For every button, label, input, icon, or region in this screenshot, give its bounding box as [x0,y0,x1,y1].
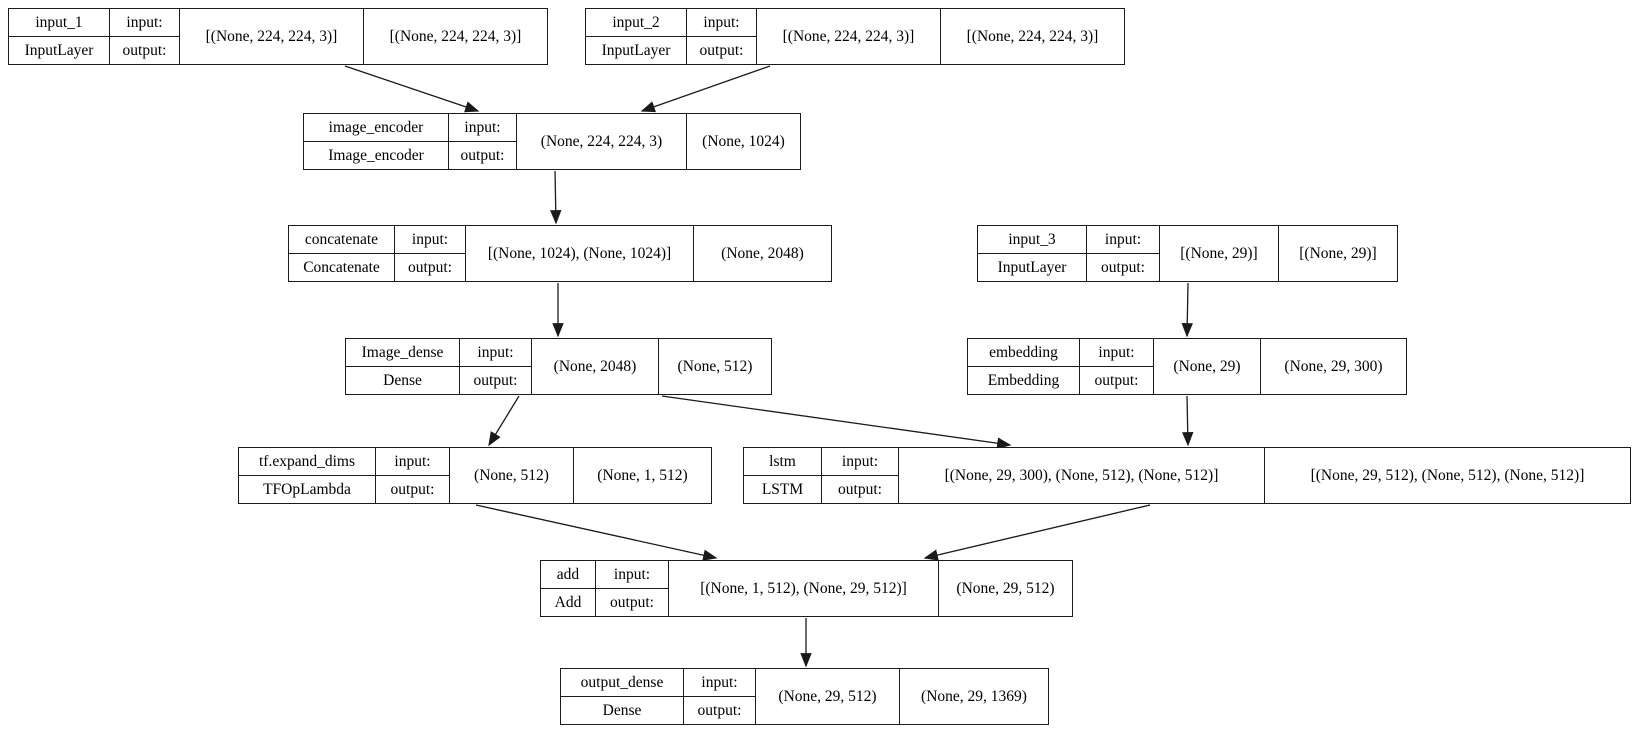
input-label: input: [596,561,668,589]
layer-type: Add [554,593,582,611]
output-label: output: [473,371,518,389]
node-input_3: input_3 InputLayer input: output: [(None… [977,225,1398,282]
input-label: input: [1087,226,1159,254]
output-label: output: [838,480,882,498]
input-label: input: [822,448,898,476]
output-label: output: [460,146,505,164]
output-label: output: [610,593,654,611]
input-label: input: [110,9,179,37]
input-shape: [(None, 29)] [1159,226,1278,281]
input-label: input: [460,339,531,367]
output-shape: (None, 2048) [693,226,831,281]
input-shape: (None, 29, 512) [755,669,899,724]
node-input_1: input_1 InputLayer input: output: [(None… [8,8,548,65]
node-concatenate: concatenate Concatenate input: output: [… [288,225,832,282]
edge-image_encoder-concatenate [550,170,562,225]
edge-input_1-image_encoder [344,65,480,113]
input-label: input: [395,226,465,254]
node-embedding: embedding Embedding input: output: (None… [967,338,1407,395]
node-add: add Add input: output: [(None, 1, 512), … [540,560,1073,617]
layer-type: InputLayer [24,41,94,59]
layer-name: input_3 [978,226,1086,254]
layer-name: input_2 [586,9,686,37]
layer-name: Image_dense [346,339,459,367]
input-label: input: [1080,339,1153,367]
node-input_2: input_2 InputLayer input: output: [(None… [585,8,1125,65]
input-label: input: [684,669,755,697]
output-label: output: [390,480,435,498]
edge-Image_dense-lstm [661,395,1012,449]
input-shape: [(None, 1, 512), (None, 29, 512)] [668,561,938,616]
edge-input_3-embedding [1181,282,1193,338]
edge-input_2-image_encoder [640,65,771,113]
edge-Image_dense-tf.expand_dims [488,395,520,447]
output-shape: [(None, 29)] [1278,226,1397,281]
edge-lstm-add [923,504,1151,561]
input-shape: [(None, 29, 300), (None, 512), (None, 51… [898,448,1264,503]
node-image_encoder: image_encoder Image_encoder input: outpu… [303,113,801,170]
input-shape: [(None, 224, 224, 3)] [179,9,363,64]
layer-name: output_dense [561,669,683,697]
layer-name: lstm [744,448,821,476]
layer-type: Dense [602,701,642,719]
output-label: output: [408,258,452,276]
output-label: output: [122,41,167,59]
input-shape: [(None, 224, 224, 3)] [756,9,940,64]
output-shape: (None, 29, 1369) [899,669,1048,724]
output-shape: (None, 29, 512) [938,561,1072,616]
output-label: output: [699,41,744,59]
input-label: input: [449,114,516,142]
output-shape: [(None, 29, 512), (None, 512), (None, 51… [1264,448,1630,503]
input-shape: (None, 224, 224, 3) [516,114,686,169]
layer-name: image_encoder [304,114,448,142]
node-tf.expand_dims: tf.expand_dims TFOpLambda input: output:… [238,447,712,504]
input-label: input: [687,9,756,37]
edge-tf.expand_dims-add [475,504,718,561]
layer-name: tf.expand_dims [239,448,375,476]
input-label: input: [376,448,449,476]
input-shape: [(None, 1024), (None, 1024)] [465,226,693,281]
layer-name: add [541,561,595,589]
input-shape: (None, 29) [1153,339,1260,394]
output-shape: (None, 512) [658,339,771,394]
layer-type: LSTM [761,480,804,498]
output-label: output: [1094,371,1139,389]
layer-type: Concatenate [303,258,380,276]
input-shape: (None, 2048) [531,339,658,394]
edge-embedding-lstm [1182,395,1194,447]
layer-name: concatenate [289,226,394,254]
output-label: output: [1101,258,1145,276]
output-shape: (None, 29, 300) [1260,339,1406,394]
layer-type: Embedding [987,371,1060,389]
layer-type: InputLayer [997,258,1067,276]
output-shape: (None, 1024) [686,114,800,169]
layer-type: Image_encoder [328,146,424,164]
layer-type: InputLayer [601,41,671,59]
node-lstm: lstm LSTM input: output: [(None, 29, 300… [743,447,1631,504]
layer-type: TFOpLambda [263,480,351,498]
layer-name: input_1 [9,9,109,37]
output-shape: [(None, 224, 224, 3)] [940,9,1124,64]
output-shape: [(None, 224, 224, 3)] [363,9,547,64]
layer-name: embedding [968,339,1079,367]
layer-type: Dense [383,371,422,389]
node-Image_dense: Image_dense Dense input: output: (None, … [345,338,772,395]
output-label: output: [697,701,742,719]
input-shape: (None, 512) [449,448,573,503]
output-shape: (None, 1, 512) [573,448,711,503]
node-output_dense: output_dense Dense input: output: (None,… [560,668,1049,725]
